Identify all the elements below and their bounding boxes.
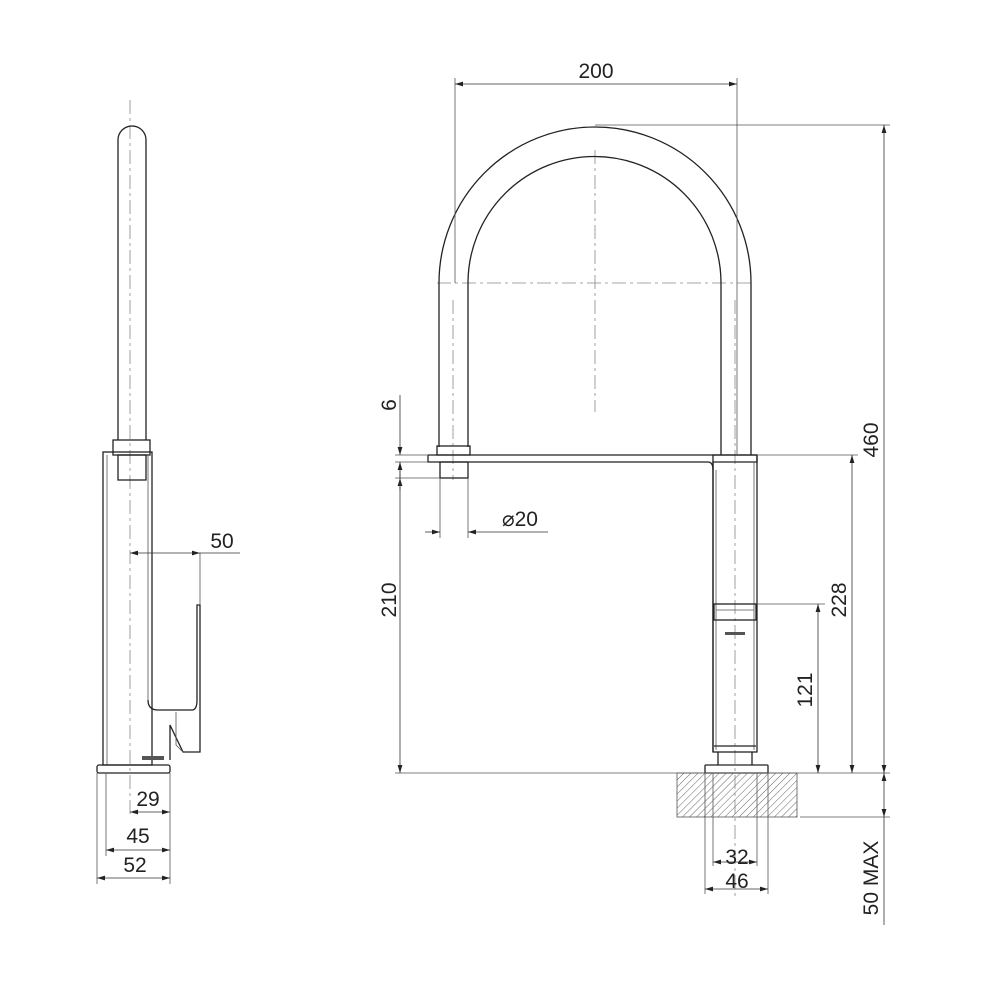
side-view: 50 29 45 52	[96, 100, 240, 884]
spray-arm	[428, 454, 758, 752]
spout-arch-inner	[467, 155, 722, 455]
side-collar	[112, 439, 151, 456]
dim-flange-width: 46	[725, 870, 748, 893]
dim-nozzle-diameter: ⌀20	[502, 508, 538, 531]
front-body	[712, 454, 758, 753]
dim-spout-width: 200	[578, 60, 613, 83]
dim-deck-thickness: 50 MAX	[860, 841, 883, 916]
side-collar-inner	[117, 454, 147, 481]
dim-spout-thickness: 6	[378, 399, 401, 411]
side-body	[102, 451, 153, 766]
dim-band-height: 121	[794, 672, 817, 707]
base-flange	[704, 764, 769, 774]
counter-section	[676, 772, 798, 818]
side-spout-tube	[117, 125, 147, 440]
side-base-plate	[96, 764, 171, 774]
dim-handle-reach: 50	[210, 530, 233, 553]
dim-base-offset: 29	[136, 788, 159, 811]
dim-overall-height: 460	[860, 422, 883, 457]
dim-outlet-height: 210	[378, 582, 401, 617]
side-logo-mark	[142, 756, 164, 760]
band	[713, 603, 757, 621]
front-logo-mark	[725, 632, 745, 635]
nozzle-collar	[436, 445, 471, 456]
side-handle	[147, 604, 201, 760]
dim-base-width: 52	[123, 854, 146, 877]
dim-collar-height: 228	[828, 582, 851, 617]
spout-arch-outer	[438, 126, 752, 455]
front-view: 200 460 50 MAX 228 121 210 6	[378, 60, 890, 925]
nozzle	[439, 461, 469, 479]
dim-body-width: 45	[126, 825, 149, 848]
dim-hole-min: 32	[725, 846, 748, 869]
